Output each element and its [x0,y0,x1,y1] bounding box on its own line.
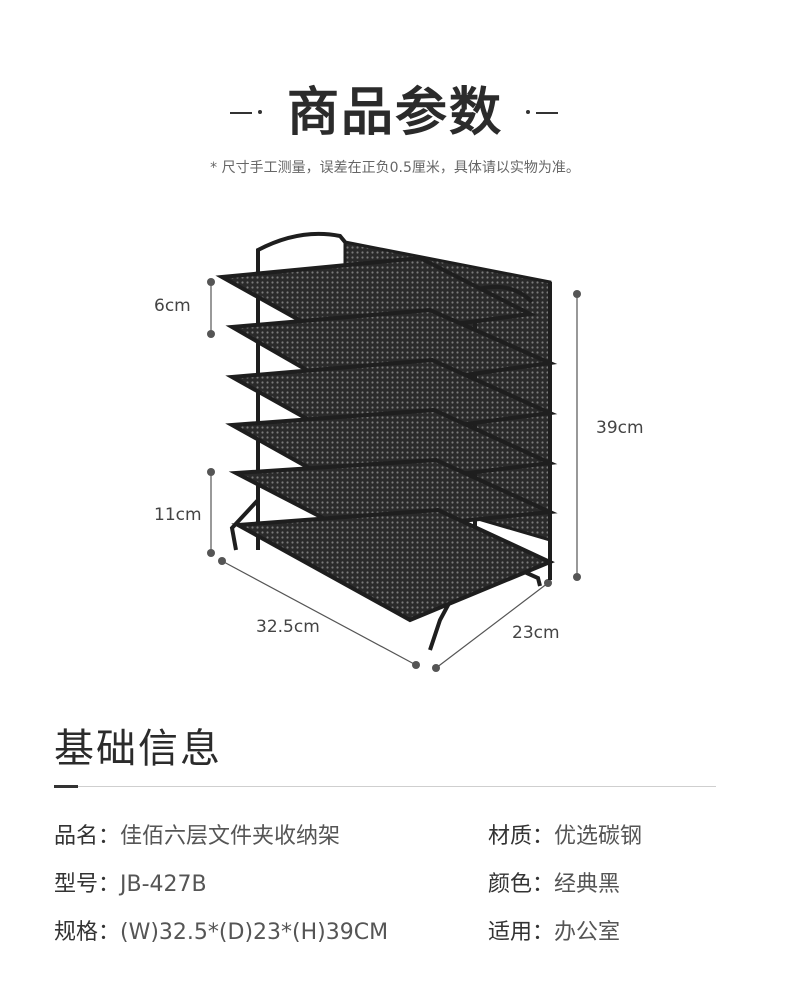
dimension-shelf-gap: 6cm [154,296,191,316]
spec-usage: 适用：办公室 [488,914,620,946]
title-decoration-left-line [230,112,252,114]
spec-color: 颜色：经典黑 [488,866,620,898]
file-rack-image [207,231,581,672]
spec-value: 佳佰六层文件夹收纳架 [120,824,341,849]
spec-product-name: 品名：佳佰六层文件夹收纳架 [54,818,340,850]
spec-label: 规格： [54,920,121,945]
spec-model: 型号：JB-427B [54,866,207,898]
dimension-width: 32.5cm [256,617,320,637]
title-decoration-right-dot [526,110,530,114]
spec-size: 规格：(W)32.5*(D)23*(H)39CM [54,914,388,946]
title-decoration-right-line [536,112,558,114]
info-divider [54,786,716,787]
spec-value: 优选碳钢 [554,824,643,849]
rack-trays [215,255,558,623]
spec-label: 材质： [488,824,555,849]
spec-value: 办公室 [554,920,621,945]
spec-value: 经典黑 [554,872,621,897]
spec-label: 颜色： [488,872,555,897]
rack-handle [256,231,347,272]
spec-material: 材质：优选碳钢 [488,818,642,850]
page-title: 商品参数 [286,83,503,143]
spec-label: 适用： [488,920,555,945]
dimension-bottom-gap: 11cm [154,505,202,525]
dimension-height: 39cm [596,418,644,438]
spec-label: 型号： [54,872,121,897]
spec-label: 品名： [54,824,121,849]
measurement-disclaimer: * 尺寸手工测量，误差在正负0.5厘米，具体请以实物为准。 [210,160,580,176]
info-section-title: 基础信息 [54,726,222,772]
spec-value: JB-427B [120,872,207,897]
spec-value: (W)32.5*(D)23*(H)39CM [120,920,389,945]
info-divider-accent [54,785,78,788]
dimension-lines [207,278,581,672]
title-decoration-left-dot [258,110,262,114]
dimension-depth: 23cm [512,623,560,643]
